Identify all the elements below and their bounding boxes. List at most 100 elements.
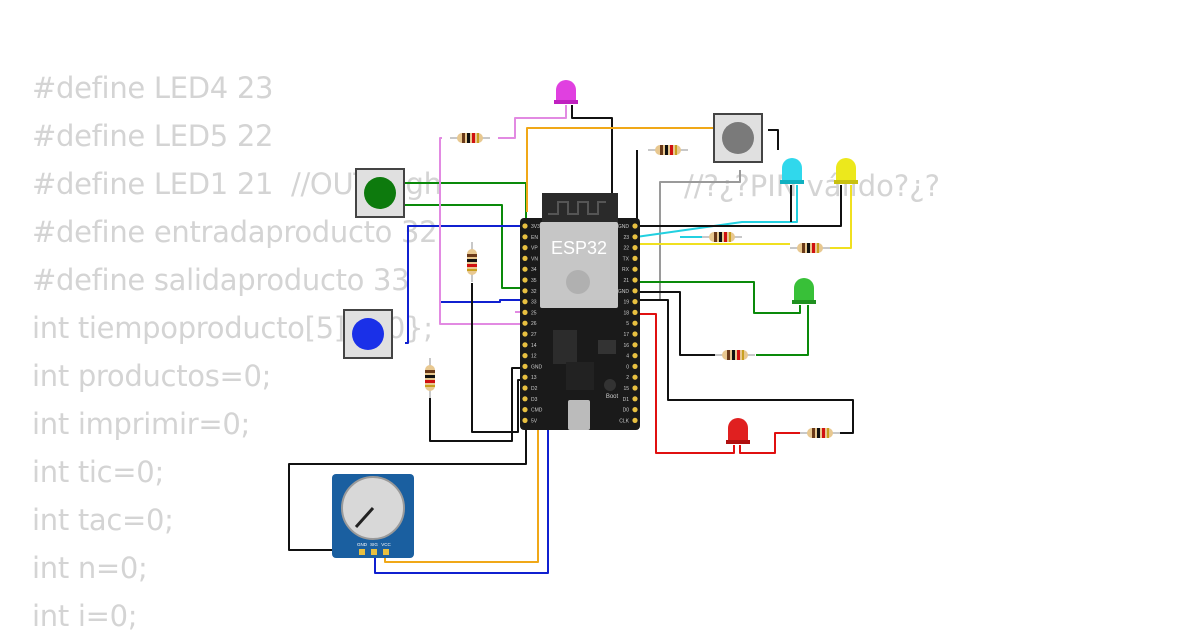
esp32-pin-label: 21 <box>623 278 629 284</box>
esp32-pin <box>632 299 638 305</box>
esp32-pin <box>522 299 528 305</box>
esp32-pin-label: 27 <box>531 332 537 338</box>
esp32-pin <box>522 374 528 380</box>
esp32-pin <box>522 245 528 251</box>
esp32-pin <box>522 396 528 402</box>
resistor-6 <box>799 427 841 439</box>
pushbutton-blue[interactable] <box>343 309 393 359</box>
esp32-pin-label: 14 <box>531 343 537 349</box>
wire-orange-button <box>526 127 713 212</box>
esp32-pin <box>522 309 528 315</box>
led-green <box>792 278 816 304</box>
esp32-pin <box>522 331 528 337</box>
pushbutton-green[interactable] <box>355 168 405 218</box>
resistor-4 <box>789 242 831 254</box>
pushbutton-gray[interactable] <box>713 113 763 163</box>
esp32-pin-label: CLK <box>619 418 629 424</box>
esp32-pin <box>632 320 638 326</box>
esp32-pin <box>522 385 528 391</box>
wire-black-right-low <box>632 299 854 434</box>
esp32-pin <box>632 363 638 369</box>
code-line: int i=0; <box>32 599 138 633</box>
esp32-pin-label: 32 <box>531 289 537 295</box>
esp32-pin <box>632 353 638 359</box>
code-line: #define LED4 23 <box>32 71 274 105</box>
esp32-pin-label: 33 <box>531 300 537 306</box>
esp32-pin-label: 5V <box>531 418 538 424</box>
esp32-pin-label: 13 <box>531 375 537 381</box>
wire-black-left-res <box>429 367 532 442</box>
wire-red-res <box>739 432 800 454</box>
esp32-pin-label: 35 <box>531 278 537 284</box>
esp32-pin <box>632 396 638 402</box>
esp32-pin <box>632 417 638 423</box>
pot-pin <box>359 549 365 555</box>
esp32-pin-label: 16 <box>623 343 629 349</box>
wire-black-yellow-led <box>636 185 842 227</box>
esp32-pin <box>522 223 528 229</box>
esp32-pin <box>632 255 638 261</box>
wire-cyan <box>635 185 798 238</box>
esp32-pin-label: 17 <box>623 332 629 338</box>
esp32-pin <box>522 363 528 369</box>
pot-pin-label: SIG <box>370 542 378 547</box>
esp32-pin-label: TX <box>623 256 630 262</box>
esp32-pin <box>632 277 638 283</box>
pot-pin <box>383 549 389 555</box>
esp32-pin <box>632 234 638 240</box>
esp32-pin-label: 12 <box>531 354 537 360</box>
esp32-pin <box>522 353 528 359</box>
code-line: #define LED5 22 <box>32 119 274 153</box>
esp32-pin-label: CMD <box>531 408 543 414</box>
esp32-pin <box>632 374 638 380</box>
esp32-pin <box>522 320 528 326</box>
svg-text:Boot: Boot <box>606 394 619 400</box>
esp32-pin-label: 2 <box>626 375 629 381</box>
resistor-1 <box>449 132 491 144</box>
code-line: #define salidaproducto 33 <box>32 263 410 297</box>
esp32-pin <box>522 342 528 348</box>
esp32-pin <box>632 342 638 348</box>
esp32-pin-label: D0 <box>623 408 630 414</box>
esp32-pin <box>522 288 528 294</box>
esp32-pin-label: GND <box>531 364 543 370</box>
esp32-pin <box>632 309 638 315</box>
code-line: int productos=0; <box>32 359 272 393</box>
wire-black-right-mid <box>632 291 715 356</box>
esp32-pin-label: 19 <box>623 300 629 306</box>
wire-green-right <box>632 281 801 314</box>
esp32-pin-label: 18 <box>623 310 629 316</box>
esp32-pin <box>522 255 528 261</box>
led-magenta <box>554 80 578 104</box>
wire-pink-led <box>498 105 567 139</box>
esp32-pin-label: D1 <box>623 397 630 403</box>
esp32-pin-label: GND <box>618 224 630 230</box>
esp32-pin <box>632 331 638 337</box>
esp32-pin-label: VP <box>531 246 538 252</box>
esp32-pins-left: 3V3ENVPVN343532332526271412GND13D2D3CMD5… <box>522 223 543 424</box>
code-line: int tic=0; <box>32 455 164 489</box>
esp32-pin-label: 25 <box>531 310 537 316</box>
pot-pin-label: GND <box>357 542 368 547</box>
resistor-5 <box>714 349 756 361</box>
led-red <box>726 418 750 444</box>
esp32-pin-label: GND <box>618 289 630 295</box>
code-comment: //?¿?PIN válido?¿? <box>684 169 941 203</box>
wire-blue-mid <box>440 299 532 303</box>
esp32-pin-label: EN <box>531 235 538 241</box>
pot-pin <box>371 549 377 555</box>
code-line: #define entradaproducto 32 <box>32 215 438 249</box>
esp32-pin-label: 15 <box>623 386 629 392</box>
esp32-pin-label: 5 <box>626 321 629 327</box>
wire-black-button <box>628 150 638 227</box>
pot-pin-label: VCC <box>381 542 391 547</box>
esp32-pin <box>632 223 638 229</box>
esp32-pin-label: D2 <box>531 386 538 392</box>
esp32-pin <box>632 288 638 294</box>
esp32-pin-label: 23 <box>623 235 629 241</box>
usb-port-icon <box>568 400 590 430</box>
